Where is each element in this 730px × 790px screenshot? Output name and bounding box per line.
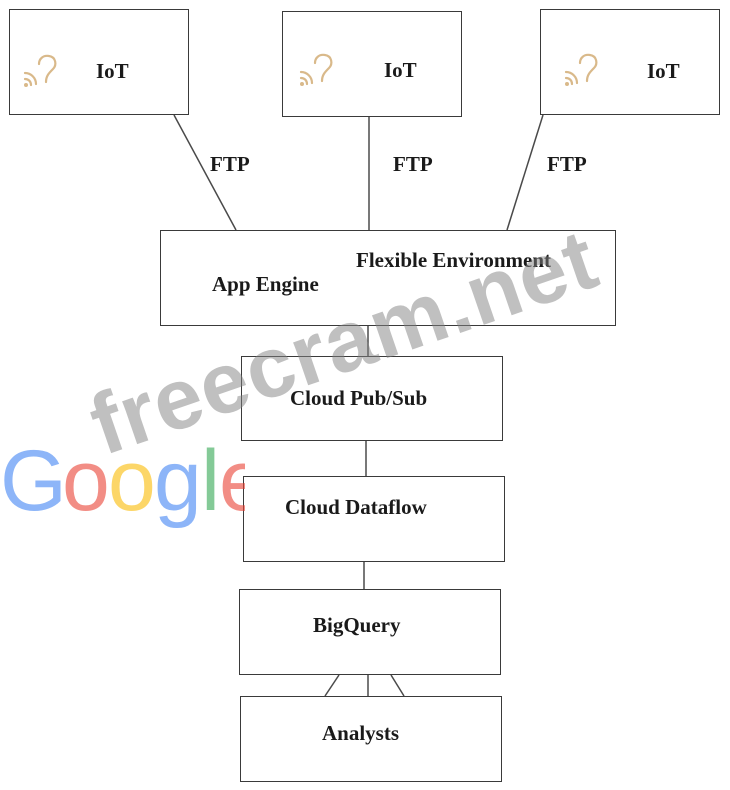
iot-label: IoT	[384, 58, 417, 82]
cloud-pubsub-label: Cloud Pub/Sub	[290, 386, 428, 410]
app-engine-title: App Engine	[212, 272, 319, 296]
link-bigquery-analysts-left	[324, 674, 340, 697]
svg-text:o: o	[62, 433, 110, 529]
ftp-link-right	[506, 114, 544, 231]
google-logo: G o o g l e	[0, 433, 245, 529]
cloud-dataflow-label: Cloud Dataflow	[285, 495, 427, 519]
ftp-label-left: FTP	[210, 152, 250, 176]
iot-node-3: IoT	[540, 9, 720, 115]
cloud-pubsub-node: Cloud Pub/Sub	[241, 356, 503, 441]
app-engine-subtitle: Flexible Environment	[356, 248, 552, 272]
bigquery-label: BigQuery	[313, 613, 401, 637]
bigquery-node: BigQuery	[239, 589, 501, 675]
link-bigquery-analysts-right	[390, 674, 405, 697]
svg-text:l: l	[201, 433, 220, 529]
svg-text:g: g	[154, 433, 202, 529]
iot-node-1: IoT	[9, 9, 189, 115]
iot-wireless-icon	[23, 54, 57, 87]
analysts-label: Analysts	[322, 721, 400, 745]
svg-text:G: G	[0, 433, 67, 529]
svg-text:e: e	[219, 433, 245, 529]
iot-label: IoT	[96, 59, 129, 83]
ftp-label-middle: FTP	[393, 152, 433, 176]
app-engine-node: Flexible Environment App Engine	[160, 230, 616, 326]
iot-label: IoT	[647, 59, 680, 83]
iot-wireless-icon	[564, 53, 598, 86]
analysts-node: Analysts	[240, 696, 502, 782]
iot-node-2: IoT	[282, 11, 462, 117]
svg-text:o: o	[108, 433, 156, 529]
cloud-dataflow-node: Cloud Dataflow	[243, 476, 505, 562]
iot-wireless-icon	[299, 53, 333, 86]
ftp-label-right: FTP	[547, 152, 587, 176]
